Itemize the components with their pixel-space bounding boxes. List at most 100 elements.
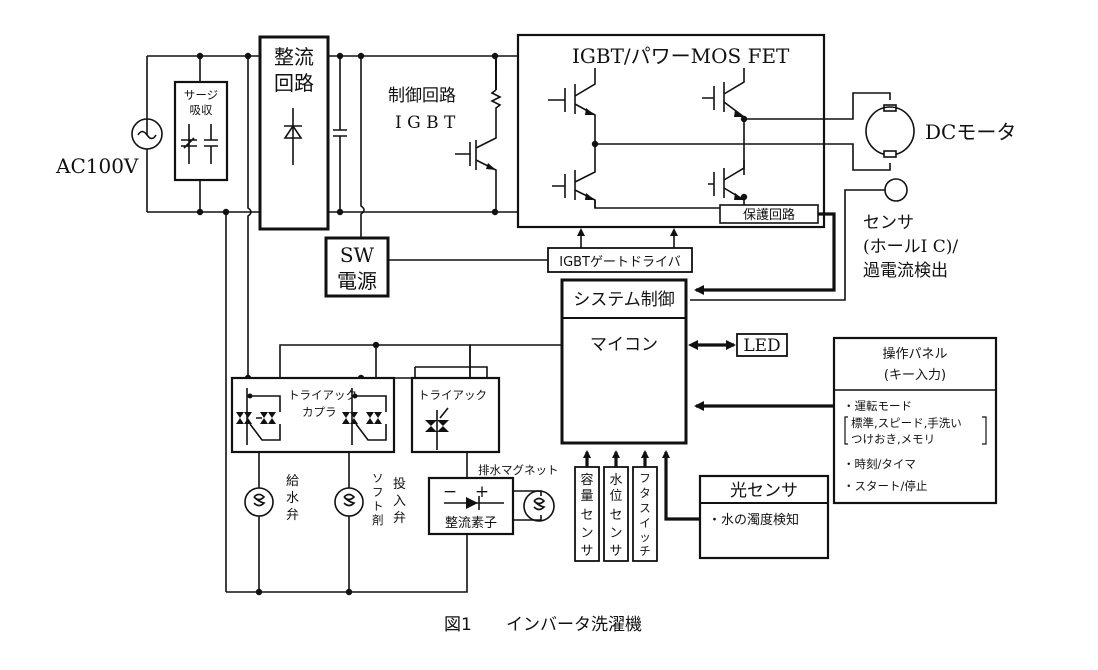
svg-text:IGBTゲートドライバ: IGBTゲートドライバ <box>559 255 681 270</box>
svg-text:チ: チ <box>639 544 651 558</box>
svg-text:トライアック: トライアック <box>418 388 487 402</box>
sine-icon <box>137 130 157 140</box>
figure-number: 図1 <box>444 615 472 635</box>
svg-text:ソ: ソ <box>372 471 384 485</box>
svg-text:トライアック: トライアック <box>288 388 357 402</box>
sensor-label-2: (ホールI C)/ <box>863 237 958 257</box>
drain-magnet-label: 排水マグネット <box>478 463 559 477</box>
svg-text:水: 水 <box>609 473 622 488</box>
mcu-label: マイコン <box>590 335 658 355</box>
solenoid-coil-icon <box>533 497 546 511</box>
svg-text:投: 投 <box>393 476 406 492</box>
control-panel-block: 操作パネル (キー入力) ・運転モード 標準,スピード,手洗い つけおき,メモリ… <box>832 336 998 505</box>
svg-text:剤: 剤 <box>372 513 384 527</box>
svg-text:整流: 整流 <box>274 45 314 69</box>
solenoid-coil-icon <box>343 493 356 507</box>
control-circuit-label: 制御回路 <box>388 86 456 106</box>
svg-text:・運転モード: ・運転モード <box>843 399 912 413</box>
capacity-sensor <box>574 450 600 562</box>
bottom-return-rail <box>226 535 468 593</box>
svg-text:・時刻/タイマ: ・時刻/タイマ <box>843 457 916 471</box>
control-igbt <box>455 56 502 212</box>
svg-text:つけおき,メモリ: つけおき,メモリ <box>851 432 935 446</box>
rectifier-block: 整流 回路 <box>258 35 330 231</box>
solenoid-coil-icon <box>253 493 266 507</box>
svg-text:給: 給 <box>286 474 299 489</box>
svg-text:弁: 弁 <box>286 508 299 523</box>
svg-text:入: 入 <box>393 494 406 509</box>
surge-absorber: サージ 吸収 <box>173 56 229 212</box>
triac-coupler-block: トライアック カプラ <box>230 376 396 454</box>
inverter-title: IGBT/パワーMOS FET <box>572 44 790 68</box>
gate-driver-block: IGBTゲートドライバ <box>547 228 693 273</box>
svg-text:整流素子: 整流素子 <box>445 516 497 531</box>
lid-switch <box>632 450 658 562</box>
sensor-line <box>690 189 885 301</box>
drain-rectifier-block: − + 整流素子 <box>427 476 515 536</box>
hall-sensor <box>690 178 908 301</box>
svg-text:(キー入力): (キー入力) <box>884 368 946 383</box>
svg-text:回路: 回路 <box>274 71 314 95</box>
svg-text:弁: 弁 <box>393 511 406 526</box>
svg-text:−: − <box>443 482 457 502</box>
svg-text:ト: ト <box>372 499 384 513</box>
sensor-vertical-labels: 容 量 セ ン サ 水 位 セ ン サ フ タ ス イ ッ チ <box>580 471 650 559</box>
resistor-icon <box>490 89 502 111</box>
svg-text:+: + <box>475 482 489 502</box>
protection-to-system-line <box>694 212 836 295</box>
dc-motor <box>865 104 915 158</box>
motor-lead-1 <box>744 92 891 120</box>
ac100v-label: AC100V <box>55 154 139 178</box>
svg-text:サ: サ <box>580 544 593 559</box>
svg-text:フ: フ <box>639 471 651 485</box>
light-sensor-line <box>662 450 700 521</box>
system-control-label: システム制御 <box>573 290 675 310</box>
triac-block: トライアック <box>410 376 501 454</box>
svg-text:セ: セ <box>609 508 622 523</box>
softener-valve <box>334 452 364 592</box>
svg-text:容: 容 <box>580 472 593 488</box>
svg-text:・水の濁度検知: ・水の濁度検知 <box>708 512 799 528</box>
svg-text:カプラ: カプラ <box>302 405 337 419</box>
svg-text:操作パネル: 操作パネル <box>882 346 947 362</box>
svg-text:フ: フ <box>372 485 384 499</box>
svg-text:サージ: サージ <box>184 88 218 102</box>
dc-motor-label: DCモータ <box>925 120 1016 144</box>
svg-text:サ: サ <box>609 544 622 559</box>
svg-text:・スタート/停止: ・スタート/停止 <box>843 479 927 493</box>
protection-circuit-label: 保護回路 <box>743 207 795 223</box>
led-box <box>736 333 788 357</box>
svg-text:イ: イ <box>639 516 651 530</box>
svg-text:光センサ: 光センサ <box>730 481 798 501</box>
svg-text:吸収: 吸収 <box>190 103 213 117</box>
led-label: LED <box>743 336 780 356</box>
drain-magnet-coil <box>513 490 555 522</box>
figure-caption: インバータ洗濯機 <box>506 615 642 635</box>
motor-lead-2 <box>595 143 891 171</box>
svg-text:ン: ン <box>609 526 622 541</box>
svg-text:量: 量 <box>580 489 593 504</box>
sw-power-block: SW 電源 <box>324 236 390 298</box>
ac-source <box>131 56 163 212</box>
svg-text:SW: SW <box>340 243 375 267</box>
light-sensor-block: 光センサ ・水の濁度検知 <box>698 474 830 560</box>
sensor-label-3: 過電流検出 <box>863 261 948 281</box>
svg-text:ン: ン <box>580 526 593 541</box>
line-to-sw-power <box>360 56 365 237</box>
svg-text:電源: 電源 <box>337 269 377 293</box>
smoothing-capacitor <box>333 56 347 212</box>
svg-text:ス: ス <box>639 501 651 515</box>
svg-text:ッ: ッ <box>639 530 651 544</box>
inverter-block: IGBT/パワーMOS FET 保護回路 <box>516 33 826 229</box>
water-level-sensor <box>603 450 629 562</box>
svg-text:標準,スピード,手洗い: 標準,スピード,手洗い <box>851 416 962 430</box>
mcu-to-triac-line-2 <box>415 366 488 378</box>
svg-text:タ: タ <box>639 486 651 500</box>
svg-text:水: 水 <box>286 491 299 506</box>
mcu-block: システム制御 マイコン <box>560 278 688 445</box>
svg-text:セ: セ <box>580 508 593 523</box>
sensor-label-1: センサ <box>863 213 914 233</box>
igbt-label: I G B T <box>395 113 456 133</box>
svg-text:位: 位 <box>609 489 622 504</box>
